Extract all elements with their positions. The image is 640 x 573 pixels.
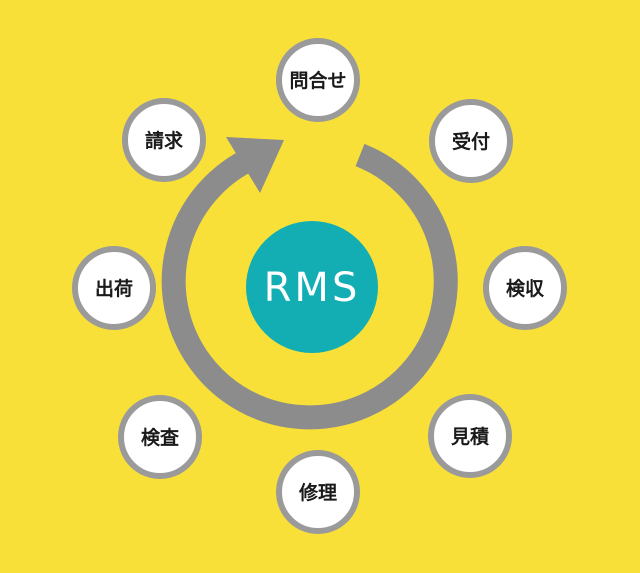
step-node-estimate: 見積 <box>428 394 512 478</box>
step-circle <box>428 394 512 478</box>
step-label: 受付 <box>452 130 490 153</box>
step-label: 請求 <box>145 129 184 152</box>
step-node-billing: 請求 <box>122 98 206 182</box>
cycle-arrow-head <box>226 137 284 193</box>
step-circle <box>122 98 206 182</box>
step-circle <box>276 450 360 534</box>
step-node-shipping: 出荷 <box>72 246 156 330</box>
step-label: 修理 <box>298 481 337 504</box>
step-node-reception: 受付 <box>429 99 513 183</box>
step-circle <box>276 38 360 122</box>
center-label: RMS <box>264 265 361 311</box>
step-circle <box>72 246 156 330</box>
center-circle <box>246 221 378 353</box>
center-node: RMS <box>246 221 378 353</box>
step-circle <box>483 246 567 330</box>
step-node-inquiry: 問合せ <box>276 38 360 122</box>
step-node-acceptance-inspection: 検収 <box>483 246 567 330</box>
step-label: 問合せ <box>289 69 346 92</box>
step-label: 見積 <box>451 425 489 448</box>
step-circle <box>118 395 202 479</box>
cycle-arrow-arc <box>161 142 458 430</box>
step-circle <box>429 99 513 183</box>
step-node-repair: 修理 <box>276 450 360 534</box>
step-label: 検査 <box>141 426 180 449</box>
step-node-inspection: 検査 <box>118 395 202 479</box>
step-label: 検収 <box>506 277 545 300</box>
cycle-arrow <box>161 137 458 430</box>
step-label: 出荷 <box>95 277 133 300</box>
